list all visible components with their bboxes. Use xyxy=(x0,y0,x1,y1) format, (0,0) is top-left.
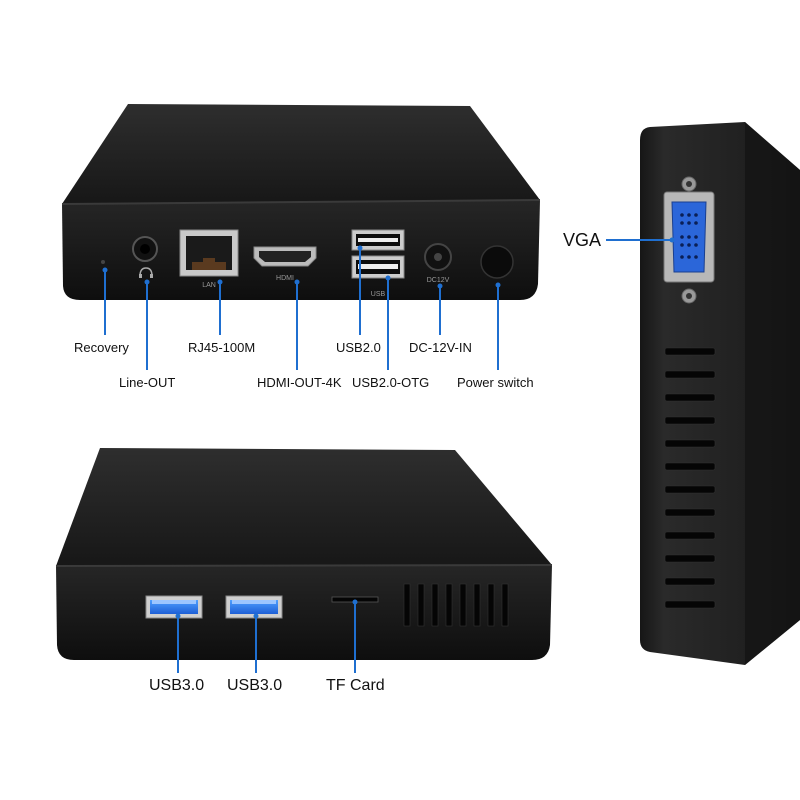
usb2-port-upper xyxy=(351,229,405,251)
dc-jack xyxy=(424,243,452,271)
label-dc-in: DC-12V-IN xyxy=(409,340,472,355)
label-power-switch: Power switch xyxy=(457,375,534,390)
vga-port xyxy=(663,176,715,304)
headphone-icon xyxy=(139,267,153,278)
label-rj45: RJ45-100M xyxy=(188,340,256,355)
label-vga: VGA xyxy=(563,230,602,250)
usb2-otg-port-lower xyxy=(351,255,405,279)
device-top-view xyxy=(61,104,541,300)
callout-lines-bottom xyxy=(177,602,356,673)
power-button xyxy=(480,245,514,279)
device-bottom-view xyxy=(55,448,553,660)
bottom-vents xyxy=(403,583,509,627)
label-usb30-a: USB3.0 xyxy=(149,677,205,694)
callout-dots-bottom xyxy=(175,599,358,619)
callout-dots-top xyxy=(102,245,501,289)
usb3-port-b xyxy=(225,595,283,619)
label-line-out: Line-OUT xyxy=(119,375,176,390)
dc-print: DC12V xyxy=(427,277,450,284)
lan-print: LAN xyxy=(202,282,216,289)
label-usb20-otg: USB2.0-OTG xyxy=(352,375,430,390)
label-tf-card: TF Card xyxy=(326,677,385,694)
label-recovery: Recovery xyxy=(74,340,129,355)
hdmi-print: HDMI xyxy=(276,275,294,282)
recovery-hole xyxy=(101,260,105,264)
hdmi-port xyxy=(253,246,317,267)
line-out-jack xyxy=(132,236,158,262)
label-usb20: USB2.0 xyxy=(336,340,381,355)
label-hdmi-out: HDMI-OUT-4K xyxy=(257,375,342,390)
side-vents xyxy=(664,347,716,609)
label-usb30-b: USB3.0 xyxy=(227,677,283,694)
lan-port xyxy=(179,229,239,277)
usb3-port-a xyxy=(145,595,203,619)
callout-dot-vga xyxy=(669,237,675,243)
callout-lines-top xyxy=(104,248,499,370)
usb-print: USB xyxy=(371,291,386,298)
